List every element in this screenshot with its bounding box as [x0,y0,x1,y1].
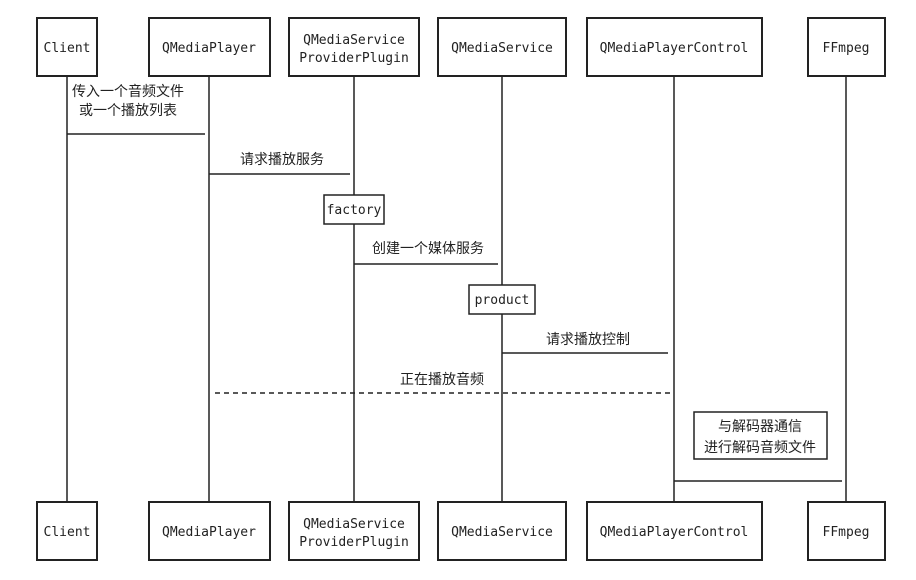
participant-label: QMediaPlayer [162,41,256,56]
message-label-line1: 传入一个音频文件 [72,83,184,100]
participant-bottom-ffmpeg: FFmpeg [807,501,886,561]
activation-product: product [468,284,536,315]
message-player-to-plugin: 请求播放服务 [209,152,350,175]
participant-label: Client [44,525,91,540]
participant-label: QMediaPlayerControl [600,41,749,56]
message-plugin-to-service: 创建一个媒体服务 [354,241,498,265]
participant-label: QMediaPlayerControl [600,525,749,540]
participant-top-client: Client [36,17,98,77]
message-client-to-player: 传入一个音频文件 或一个播放列表 [67,83,205,135]
message-label: 请求播放控制 [546,332,630,348]
participant-label-line1: QMediaService [303,33,405,48]
participant-label: FFmpeg [823,41,870,56]
participant-label: QMediaPlayer [162,525,256,540]
participant-top-qmediaplayer: QMediaPlayer [148,17,271,77]
participant-top-control: QMediaPlayerControl [586,17,763,77]
participant-bottom-qmediaplayer: QMediaPlayer [148,501,271,561]
activation-label: factory [327,203,382,218]
participant-bottom-plugin: QMediaService ProviderPlugin [288,501,420,561]
participant-top-ffmpeg: FFmpeg [807,17,886,77]
participant-top-plugin: QMediaService ProviderPlugin [288,17,420,77]
note-decoder: 与解码器通信 进行解码音频文件 [693,411,828,460]
message-label: 正在播放音频 [400,371,484,388]
participant-label: Client [44,41,91,56]
participant-label-line1: QMediaService [303,517,405,532]
message-label: 创建一个媒体服务 [372,241,484,257]
note-line2: 进行解码音频文件 [704,439,816,456]
participant-label-line2: ProviderPlugin [299,535,409,550]
message-label-line2: 或一个播放列表 [79,103,177,119]
participant-bottom-qmediaservice: QMediaService [437,501,567,561]
message-label: 请求播放服务 [240,152,324,168]
participant-label: QMediaService [451,525,553,540]
participant-top-qmediaservice: QMediaService [437,17,567,77]
participant-bottom-control: QMediaPlayerControl [586,501,763,561]
participant-label: QMediaService [451,41,553,56]
participant-label: FFmpeg [823,525,870,540]
message-service-to-control: 请求播放控制 [502,332,668,354]
activation-factory: factory [323,194,385,225]
participant-label-line2: ProviderPlugin [299,51,409,66]
message-return-playing: 正在播放音频 [215,371,674,394]
activation-label: product [475,293,530,308]
participant-bottom-client: Client [36,501,98,561]
note-line1: 与解码器通信 [718,419,802,435]
